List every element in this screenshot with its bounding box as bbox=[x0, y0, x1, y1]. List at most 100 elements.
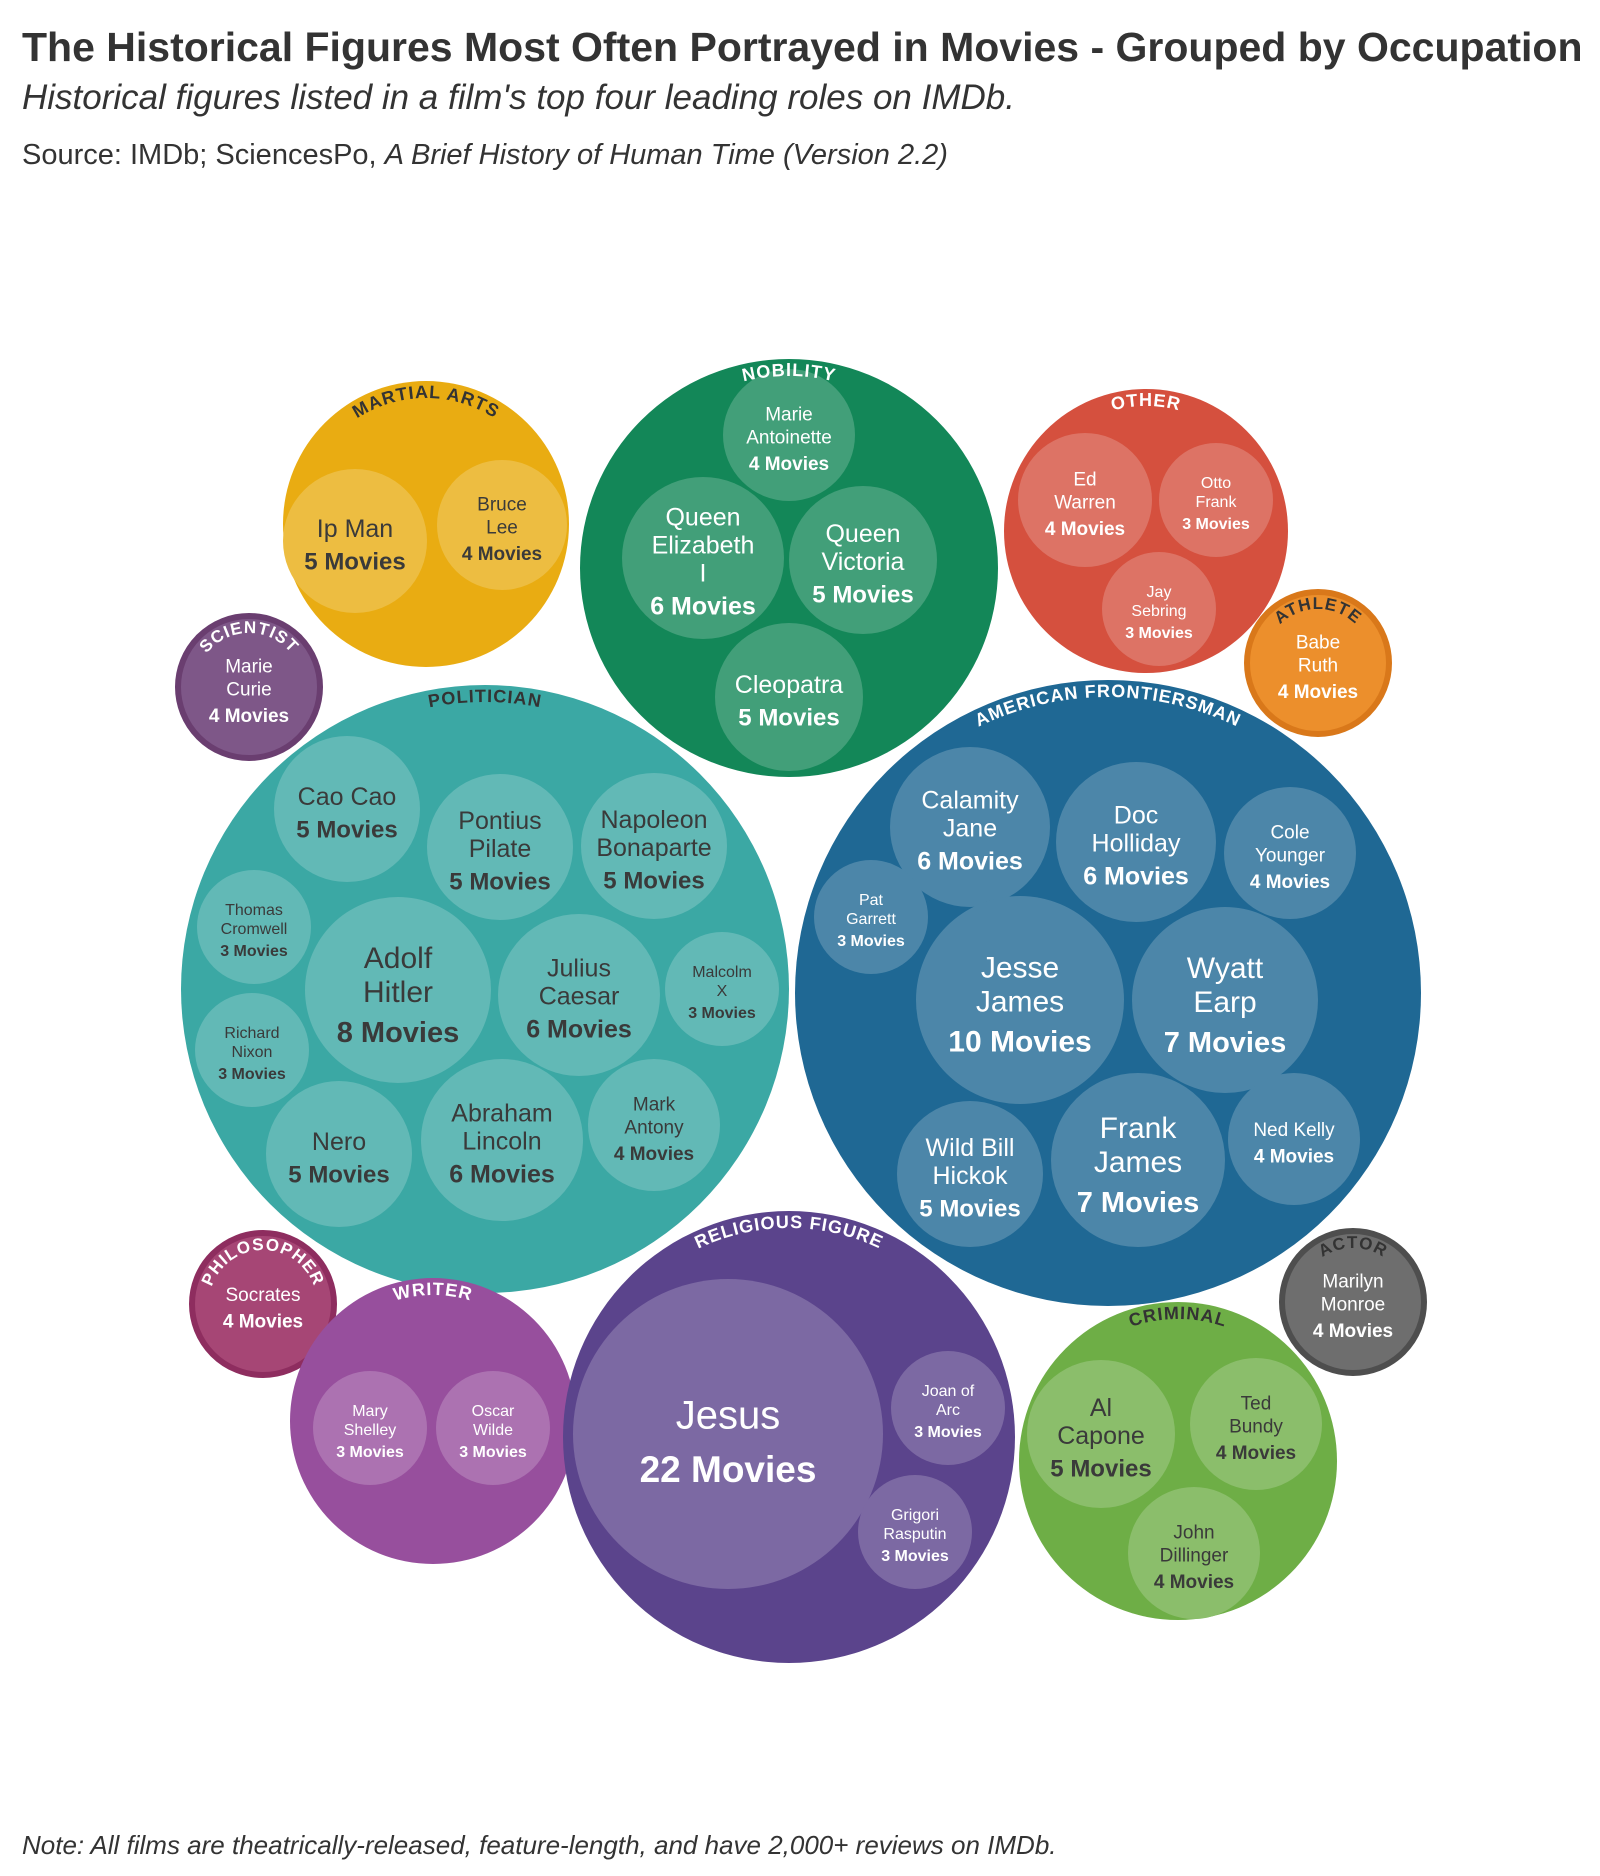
bubble-value-otto-frank: 3 Movies bbox=[1182, 516, 1250, 533]
bubble-value-queen-elizabeth-i: 6 Movies bbox=[650, 592, 756, 620]
bubble-calamity-jane bbox=[890, 747, 1050, 907]
bubble-name-mark-antony-0: Mark bbox=[633, 1094, 676, 1115]
bubble-name-napoleon-bonaparte-1: Bonaparte bbox=[596, 834, 711, 862]
bubble-value-adolf-hitler: 8 Movies bbox=[337, 1017, 460, 1049]
source-prefix: Source: IMDb; SciencesPo, bbox=[22, 139, 385, 171]
bubble-name-queen-elizabeth-i-2: I bbox=[700, 559, 707, 587]
bubble-value-nero: 5 Movies bbox=[288, 1162, 389, 1189]
chart-source: Source: IMDb; SciencesPo, A Brief Histor… bbox=[22, 139, 948, 172]
bubble-name-calamity-jane-0: Calamity bbox=[921, 786, 1019, 814]
bubble-name-ted-bundy-1: Bundy bbox=[1229, 1416, 1283, 1437]
bubble-name-marilyn-monroe-0: Marilyn bbox=[1322, 1271, 1383, 1292]
bubble-value-grigori-rasputin: 3 Movies bbox=[881, 1548, 949, 1565]
bubble-value-ip-man: 5 Movies bbox=[304, 549, 405, 576]
bubble-pontius-pilate bbox=[427, 774, 573, 920]
bubble-name-bruce-lee-0: Bruce bbox=[477, 494, 527, 515]
bubble-name-al-capone-1: Capone bbox=[1057, 1422, 1145, 1450]
bubble-name-wild-bill-hickok-0: Wild Bill bbox=[926, 1134, 1015, 1162]
bubble-adolf-hitler bbox=[305, 897, 491, 1083]
bubble-value-oscar-wilde: 3 Movies bbox=[459, 1444, 527, 1461]
bubble-cao-cao bbox=[274, 736, 420, 882]
bubble-value-jesse-james: 10 Movies bbox=[948, 1025, 1091, 1058]
bubble-richard-nixon bbox=[195, 993, 309, 1107]
bubble-name-joan-of-arc-0: Joan of bbox=[922, 1383, 975, 1400]
bubble-julius-caesar bbox=[498, 914, 660, 1076]
bubble-value-wild-bill-hickok: 5 Movies bbox=[919, 1196, 1020, 1223]
bubble-name-john-dillinger-1: Dillinger bbox=[1160, 1545, 1229, 1566]
bubble-name-jay-sebring-0: Jay bbox=[1147, 584, 1172, 601]
bubble-queen-victoria bbox=[789, 486, 937, 634]
bubble-name-jesse-james-1: James bbox=[976, 985, 1064, 1018]
bubble-name-jay-sebring-1: Sebring bbox=[1131, 603, 1186, 620]
bubble-malcolm-x bbox=[665, 932, 779, 1046]
chart-note: Note: All films are theatrically-release… bbox=[22, 1830, 1057, 1860]
bubble-queen-elizabeth-i bbox=[622, 477, 784, 639]
group-bubble-nobility bbox=[580, 359, 998, 777]
bubble-name-mary-shelley-0: Mary bbox=[352, 1403, 388, 1420]
bubble-value-marie-curie: 4 Movies bbox=[209, 706, 289, 727]
bubble-name-queen-victoria-0: Queen bbox=[825, 520, 900, 548]
bubble-al-capone bbox=[1027, 1360, 1175, 1508]
bubble-name-mary-shelley-1: Shelley bbox=[344, 1422, 396, 1439]
group-bubble-athlete bbox=[1244, 589, 1392, 737]
bubble-name-marie-antoinette-1: Antoinette bbox=[746, 427, 832, 448]
bubble-frank-james bbox=[1051, 1073, 1225, 1247]
bubble-name-frank-james-0: Frank bbox=[1100, 1112, 1178, 1145]
group-bubble-actor bbox=[1279, 1228, 1427, 1376]
bubble-ip-man bbox=[283, 469, 427, 613]
bubble-name-pontius-pilate-0: Pontius bbox=[458, 807, 541, 835]
bubble-value-cole-younger: 4 Movies bbox=[1250, 872, 1330, 893]
chart-subtitle: Historical figures listed in a film's to… bbox=[22, 78, 1015, 117]
bubble-jay-sebring bbox=[1102, 552, 1216, 666]
bubble-name-marie-curie-1: Curie bbox=[226, 679, 271, 700]
bubble-value-frank-james: 7 Movies bbox=[1077, 1187, 1200, 1219]
bubble-wild-bill-hickok bbox=[897, 1101, 1043, 1247]
bubble-name-frank-james-1: James bbox=[1094, 1146, 1182, 1179]
bubble-name-adolf-hitler-1: Hitler bbox=[363, 976, 433, 1009]
bubble-name-cleopatra: Cleopatra bbox=[735, 671, 843, 699]
bubble-value-ned-kelly: 4 Movies bbox=[1254, 1147, 1334, 1168]
bubble-value-abraham-lincoln: 6 Movies bbox=[449, 1160, 555, 1188]
bubble-value-ed-warren: 4 Movies bbox=[1045, 519, 1125, 540]
bubble-name-thomas-cromwell-0: Thomas bbox=[225, 902, 283, 919]
bubble-name-jesus: Jesus bbox=[676, 1393, 781, 1437]
bubble-name-abraham-lincoln-1: Lincoln bbox=[462, 1127, 541, 1155]
bubble-name-cole-younger-0: Cole bbox=[1270, 822, 1309, 843]
bubble-value-wyatt-earp: 7 Movies bbox=[1164, 1027, 1287, 1059]
bubble-wyatt-earp bbox=[1132, 907, 1318, 1093]
bubble-name-wyatt-earp-1: Earp bbox=[1193, 986, 1256, 1019]
bubble-value-bruce-lee: 4 Movies bbox=[462, 544, 542, 565]
bubble-name-doc-holliday-0: Doc bbox=[1114, 801, 1158, 829]
bubble-value-ted-bundy: 4 Movies bbox=[1216, 1443, 1296, 1464]
bubble-name-richard-nixon-0: Richard bbox=[224, 1025, 279, 1042]
bubble-value-john-dillinger: 4 Movies bbox=[1154, 1572, 1234, 1593]
bubble-name-wild-bill-hickok-1: Hickok bbox=[932, 1162, 1008, 1190]
bubble-otto-frank bbox=[1159, 443, 1273, 557]
bubble-value-cao-cao: 5 Movies bbox=[296, 817, 397, 844]
bubble-name-babe-ruth-1: Ruth bbox=[1298, 655, 1338, 676]
bubble-name-thomas-cromwell-1: Cromwell bbox=[221, 921, 288, 938]
bubble-name-marilyn-monroe-1: Monroe bbox=[1321, 1294, 1385, 1315]
bubble-name-malcolm-x-1: X bbox=[717, 983, 728, 1000]
bubble-name-julius-caesar-1: Caesar bbox=[539, 982, 620, 1010]
bubble-name-ed-warren-0: Ed bbox=[1073, 469, 1096, 490]
source-work: A Brief History of Human Time (Version 2… bbox=[384, 139, 948, 171]
bubble-name-wyatt-earp-0: Wyatt bbox=[1187, 952, 1264, 985]
bubble-value-babe-ruth: 4 Movies bbox=[1278, 682, 1358, 703]
bubble-oscar-wilde bbox=[436, 1371, 550, 1485]
bubble-pat-garrett bbox=[814, 860, 928, 974]
bubble-jesse-james bbox=[916, 896, 1124, 1104]
bubble-abraham-lincoln bbox=[421, 1059, 583, 1221]
bubble-name-marie-curie-0: Marie bbox=[225, 656, 273, 677]
bubble-value-jay-sebring: 3 Movies bbox=[1125, 625, 1193, 642]
bubble-value-richard-nixon: 3 Movies bbox=[218, 1066, 286, 1083]
bubble-grigori-rasputin bbox=[858, 1475, 972, 1589]
bubble-name-pontius-pilate-1: Pilate bbox=[469, 835, 532, 863]
